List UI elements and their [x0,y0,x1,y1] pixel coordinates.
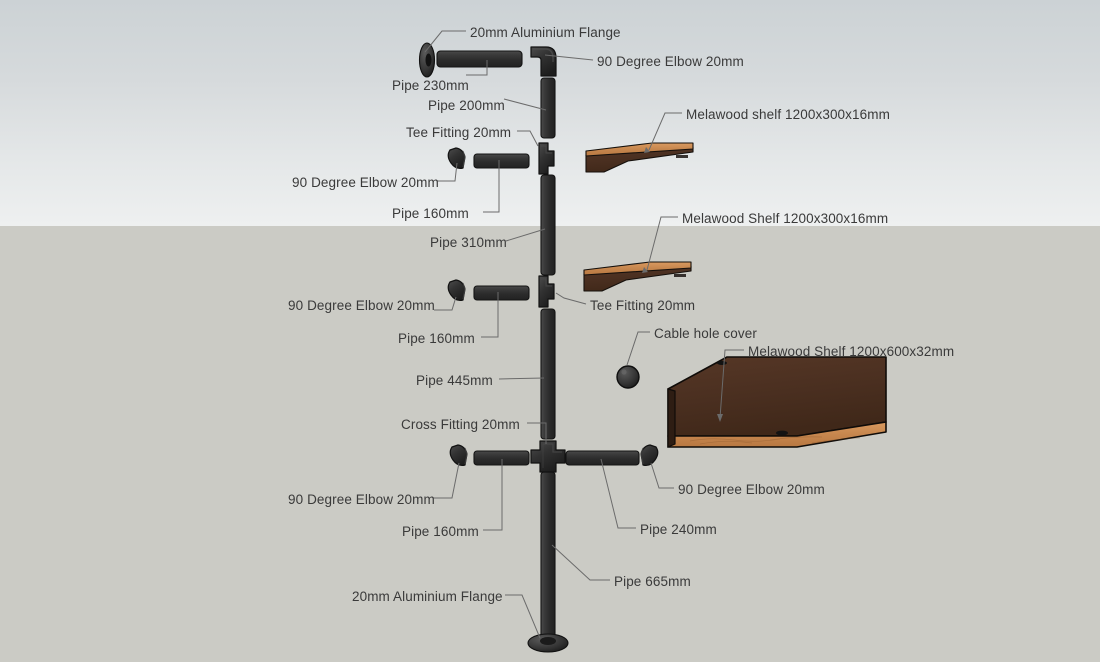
label-pipe-310: Pipe 310mm [430,235,507,250]
label-pipe-445: Pipe 445mm [416,373,493,388]
label-pipe-240: Pipe 240mm [640,522,717,537]
label-elbow-bot-left: 90 Degree Elbow 20mm [288,492,435,507]
pipe-240-shape [565,450,640,466]
flange-top-shape [418,42,436,78]
melawood-shelf-1-shape [585,142,694,173]
pipe-160-b-shape [473,285,530,301]
label-pipe-665: Pipe 665mm [614,574,691,589]
pipe-230-shape [436,50,523,68]
pipe-310-shape [540,174,556,276]
leader-lines [424,30,744,639]
pipe-665-shape [540,471,556,639]
label-tee-fitting-mid: Tee Fitting 20mm [590,298,696,313]
label-elbow-mid-left-1: 90 Degree Elbow 20mm [292,175,439,190]
label-elbow-mid-left-2: 90 Degree Elbow 20mm [288,298,435,313]
tee-top-shape [538,142,555,175]
pipe-160-a-shape [473,153,530,169]
elbow-bot-left-shape [449,444,468,467]
elbow-mid-left-1-shape [447,147,466,170]
cross-fitting-shape [530,440,566,473]
label-pipe-160-a: Pipe 160mm [392,206,469,221]
elbow-top-right-shape [530,46,557,77]
flange-bottom-shape [527,633,569,653]
label-elbow-top-right: 90 Degree Elbow 20mm [597,54,744,69]
label-cross-fitting: Cross Fitting 20mm [401,417,520,432]
melawood-shelf-3-shape [667,356,887,448]
label-tee-fitting-top: Tee Fitting 20mm [406,125,512,140]
label-pipe-160-c: Pipe 160mm [402,524,479,539]
label-cable-hole-cover: Cable hole cover [654,326,757,341]
tee-mid-shape [538,275,555,308]
cable-hole-cover-shape [616,365,640,389]
label-elbow-bot-right: 90 Degree Elbow 20mm [678,482,825,497]
label-pipe-200: Pipe 200mm [428,98,505,113]
label-pipe-230: Pipe 230mm [392,78,469,93]
elbow-mid-left-2-shape [447,279,466,302]
label-flange-top: 20mm Aluminium Flange [470,25,621,40]
label-melawood-shelf-3: Melawood Shelf 1200x600x32mm [748,344,955,359]
label-pipe-160-b: Pipe 160mm [398,331,475,346]
pipe-200-shape [540,77,556,139]
pipe-445-shape [540,308,556,440]
label-flange-bottom: 20mm Aluminium Flange [352,589,503,604]
label-melawood-shelf-2: Melawood Shelf 1200x300x16mm [682,211,889,226]
elbow-bot-right-shape [640,444,659,467]
melawood-shelf-2-shape [583,261,692,292]
label-melawood-shelf-1: Melawood shelf 1200x300x16mm [686,107,890,122]
